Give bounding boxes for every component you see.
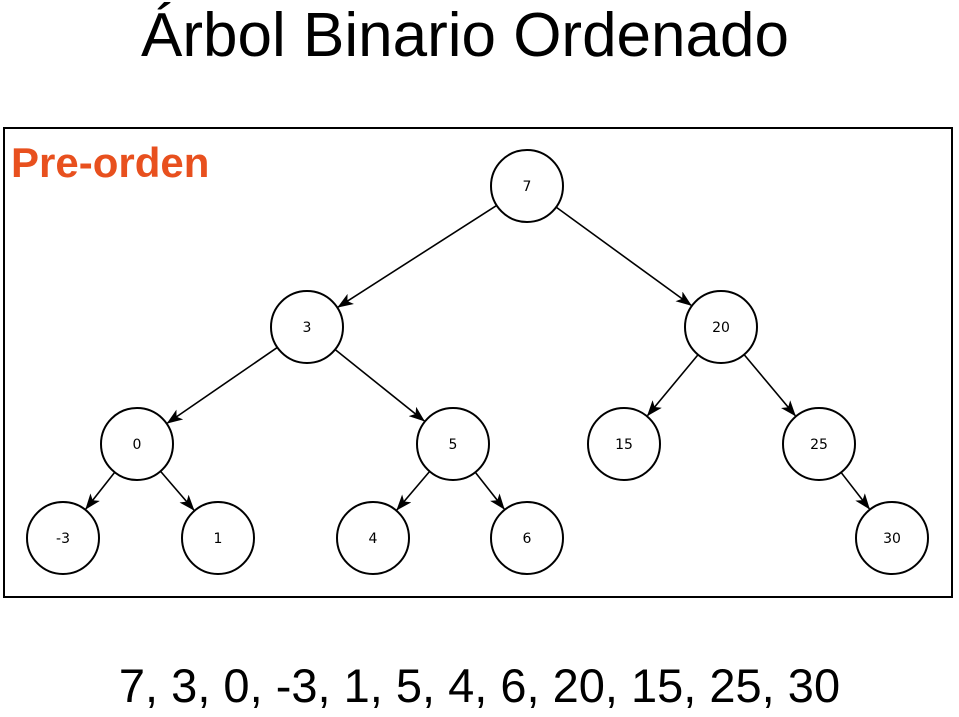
tree-node-n7: 7 bbox=[490, 149, 564, 223]
tree-node-n6: 6 bbox=[490, 501, 564, 575]
tree-node-circle bbox=[270, 290, 344, 364]
tree-edge-n20-n15 bbox=[646, 354, 699, 417]
tree-node-circle bbox=[684, 290, 758, 364]
tree-node-label: 7 bbox=[523, 179, 532, 195]
tree-edge-n7-n3 bbox=[337, 204, 498, 308]
traversal-sequence: 7, 3, 0, -3, 1, 5, 4, 6, 20, 15, 25, 30 bbox=[118, 659, 841, 712]
tree-node-label: 4 bbox=[369, 531, 378, 547]
tree-node-label: 20 bbox=[712, 320, 730, 336]
tree-node-n25: 25 bbox=[782, 407, 856, 481]
tree-node-label: 30 bbox=[883, 531, 901, 547]
tree-node-circle bbox=[26, 501, 100, 575]
tree-node-circle bbox=[855, 501, 929, 575]
tree-node-label: 5 bbox=[449, 437, 458, 453]
tree-node-circle bbox=[416, 407, 490, 481]
tree-node-circle bbox=[490, 149, 564, 223]
tree-node-circle bbox=[490, 501, 564, 575]
tree-edge-n3-n5 bbox=[334, 348, 425, 422]
tree-edge-n0-nm3 bbox=[85, 471, 116, 510]
tree-node-label: 6 bbox=[523, 531, 532, 547]
page-title: Árbol Binario Ordenado bbox=[141, 1, 789, 70]
tree-edge-n20-n25 bbox=[743, 354, 796, 417]
tree-node-label: -3 bbox=[56, 531, 70, 547]
tree-edge-n7-n20 bbox=[555, 206, 692, 306]
tree-node-label: 15 bbox=[615, 437, 633, 453]
tree-node-label: 0 bbox=[133, 437, 142, 453]
tree-edge-n5-n6 bbox=[474, 471, 505, 510]
tree-node-label: 3 bbox=[303, 320, 312, 336]
tree-node-n4: 4 bbox=[336, 501, 410, 575]
tree-node-circle bbox=[587, 407, 661, 481]
diagram-frame bbox=[3, 127, 953, 598]
tree-edge-n5-n4 bbox=[396, 470, 431, 511]
tree-node-n5: 5 bbox=[416, 407, 490, 481]
tree-node-n0: 0 bbox=[100, 407, 174, 481]
tree-node-n15: 15 bbox=[587, 407, 661, 481]
edges-layer bbox=[85, 204, 870, 511]
tree-node-n3: 3 bbox=[270, 290, 344, 364]
tree-edge-n25-n30 bbox=[840, 471, 870, 510]
tree-node-label: 25 bbox=[810, 437, 828, 453]
traversal-label: Pre-orden bbox=[11, 139, 210, 186]
tree-node-n1: 1 bbox=[181, 501, 255, 575]
tree-edge-n0-n1 bbox=[159, 470, 195, 511]
nodes-layer: 7 3 20 0 5 15 25 -3 1 4 6 30 bbox=[26, 149, 929, 575]
tree-node-n30: 30 bbox=[855, 501, 929, 575]
tree-node-circle bbox=[100, 407, 174, 481]
tree-node-nm3: -3 bbox=[26, 501, 100, 575]
tree-node-circle bbox=[782, 407, 856, 481]
tree-node-circle bbox=[181, 501, 255, 575]
tree-edge-n3-n0 bbox=[166, 346, 278, 424]
tree-node-n20: 20 bbox=[684, 290, 758, 364]
tree-node-circle bbox=[336, 501, 410, 575]
tree-node-label: 1 bbox=[214, 531, 223, 547]
